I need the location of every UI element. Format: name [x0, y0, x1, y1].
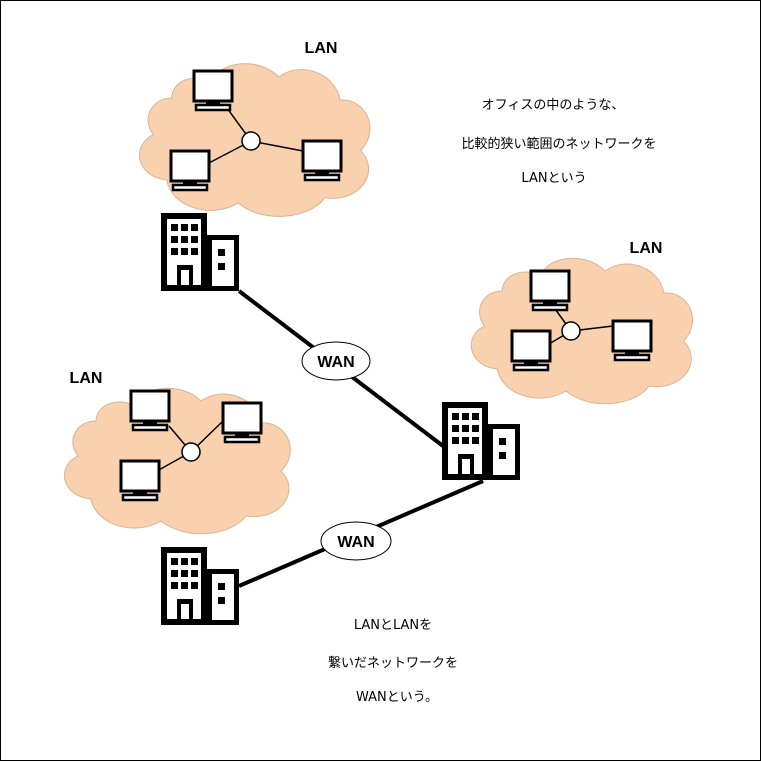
- note-line: 繋いだネットワークを: [328, 655, 458, 671]
- note-line: LANとLANを: [354, 618, 432, 633]
- wan-text: WAN: [337, 534, 374, 551]
- wan-text: WAN: [317, 354, 354, 371]
- cloud-icon: [470, 257, 694, 405]
- lan-cloud-left: [63, 387, 291, 535]
- lan-label-top: LAN: [305, 40, 338, 57]
- lan-cloud-top: [139, 63, 371, 217]
- lan-description: オフィスの中のような、 比較的狭い範囲のネットワークを LANという: [461, 98, 656, 186]
- lan-cloud-right: [470, 257, 694, 405]
- building-icon: [161, 213, 239, 291]
- note-line: オフィスの中のような、: [482, 98, 625, 113]
- lan-label-right: LAN: [630, 240, 663, 257]
- building-icon: [442, 402, 520, 480]
- note-line: WANという。: [356, 690, 438, 705]
- computer-icon: [221, 401, 263, 444]
- hub-icon: [181, 442, 201, 462]
- note-line: 比較的狭い範囲のネットワークを: [461, 136, 656, 152]
- computer-icon: [129, 389, 171, 432]
- wan-description: LANとLANを 繋いだネットワークを WANという。: [328, 618, 458, 705]
- computer-icon: [301, 139, 343, 182]
- computer-icon: [119, 459, 161, 502]
- computer-icon: [510, 329, 552, 372]
- note-line: LANという: [521, 171, 586, 186]
- wan-label-2: WAN: [320, 521, 392, 561]
- hub-icon: [561, 321, 581, 341]
- computer-icon: [611, 319, 653, 362]
- wan-label-1: WAN: [301, 341, 371, 381]
- building-icon: [161, 547, 239, 625]
- computer-icon: [169, 149, 211, 192]
- lan-label-left: LAN: [70, 370, 103, 387]
- hub-icon: [241, 131, 261, 151]
- computer-icon: [192, 69, 234, 112]
- computer-icon: [529, 269, 571, 312]
